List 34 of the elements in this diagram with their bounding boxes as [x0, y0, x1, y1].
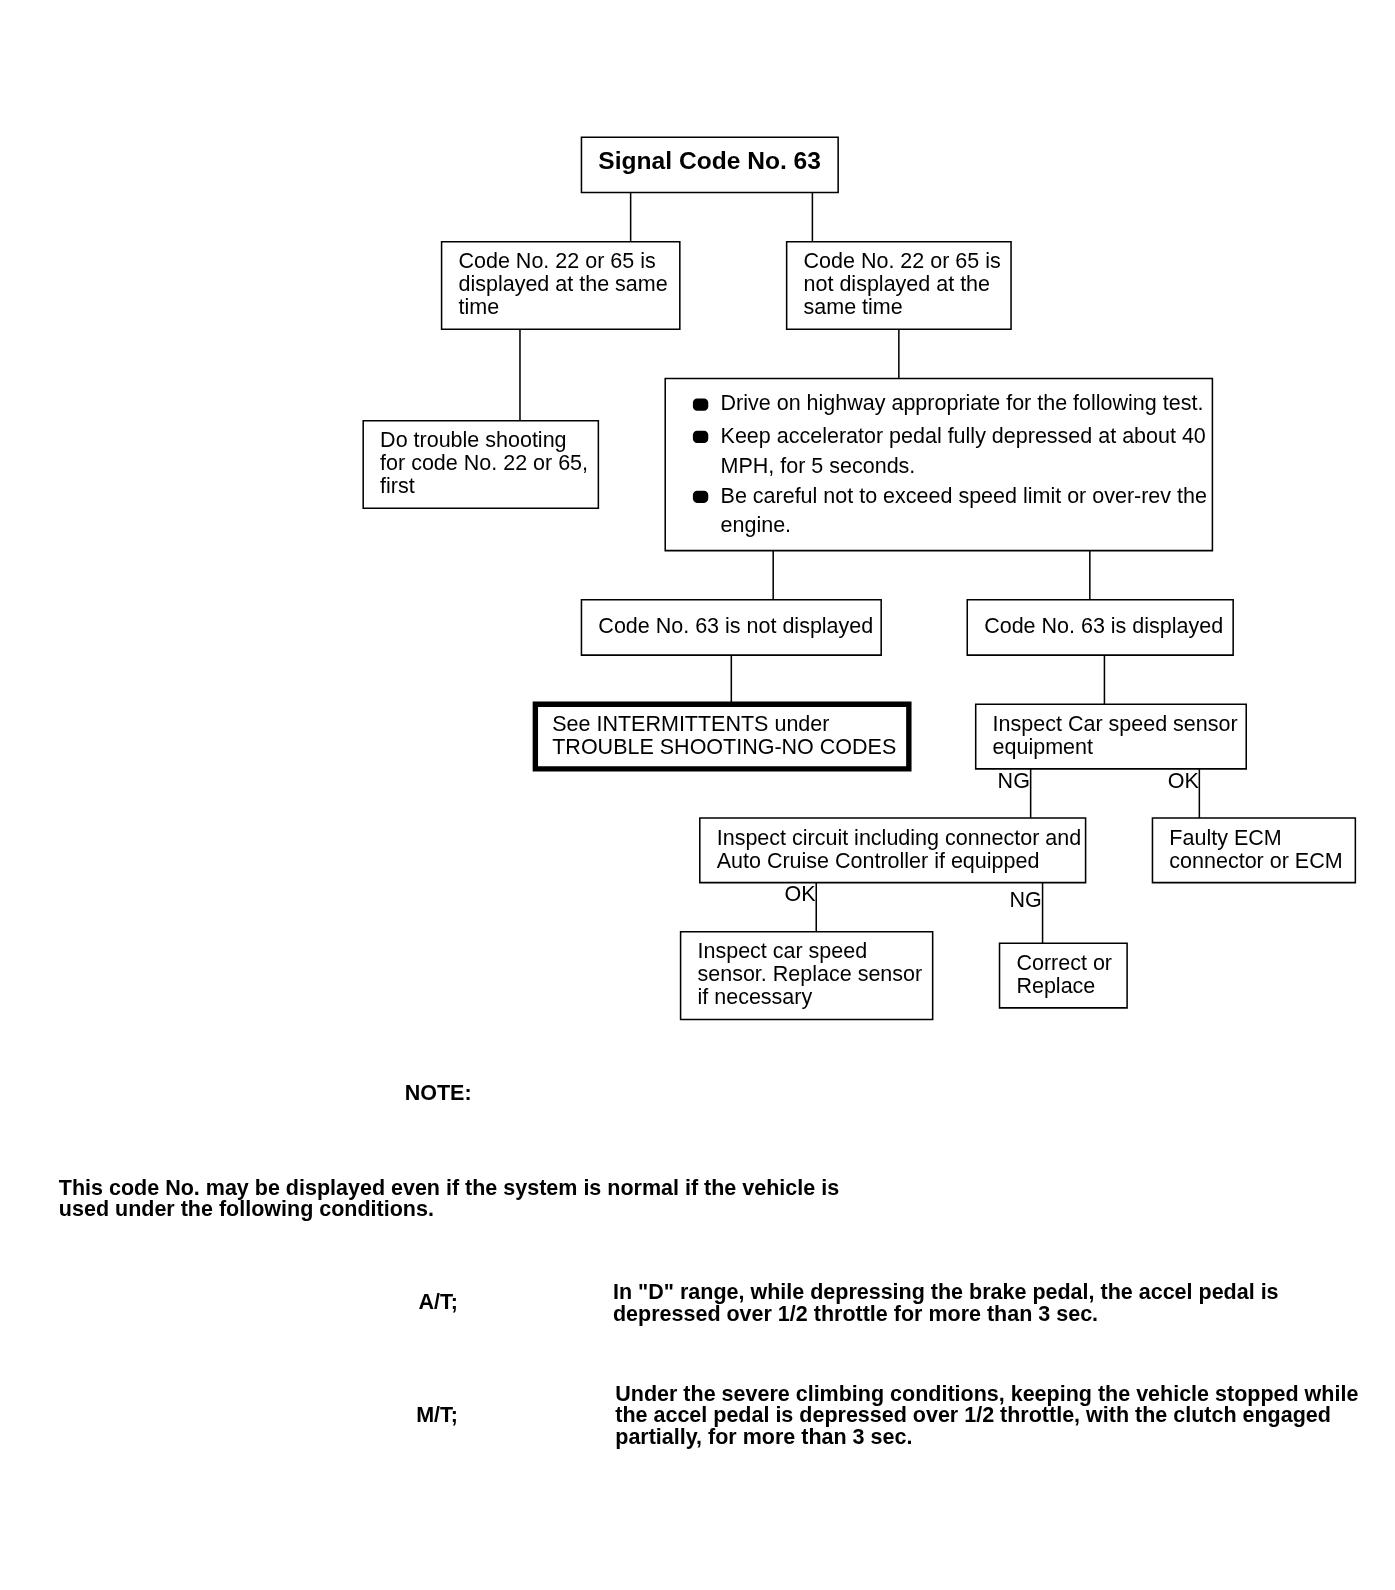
- node-box: Signal Code No. 63: [580, 136, 839, 194]
- connector: [1029, 768, 1032, 819]
- connector: [1089, 549, 1091, 601]
- label: This code No. may be displayed even if the system is normal if the vehicle is used under the following conditions.: [58, 1175, 840, 1222]
- node-box: Code No. 63 is not displayed: [580, 599, 882, 656]
- node-box: Drive on highway appropriate for the following test. Keep accelerator pedal fully depressed at about 40 MPH, for 5 seconds. Be careful not to exceed speed limit or over-rev the engine.: [664, 377, 1214, 552]
- label: M/T;: [416, 1402, 459, 1427]
- node-box: Inspect circuit including connector and Auto Cruise Controller if equipped: [699, 817, 1087, 884]
- connector: [815, 881, 817, 932]
- connector: [811, 191, 814, 242]
- label: Under the severe climbing conditions, keeping the vehicle stopped while the accel pedal is depressed over 1/2 throttle, with the clutch engaged partially, for more than 3 sec.: [615, 1381, 1359, 1449]
- connector: [1198, 768, 1201, 819]
- node-box: Inspect car speed sensor. Replace sensor if necessary: [679, 931, 934, 1021]
- connector: [629, 191, 632, 242]
- edge-label: NG: [997, 768, 1030, 793]
- label: NOTE:: [404, 1081, 472, 1106]
- node-box: Code No. 63 is displayed: [966, 599, 1234, 656]
- node-box: Code No. 22 or 65 is displayed at the same time: [440, 240, 681, 331]
- edge-label: NG: [1009, 888, 1042, 913]
- label: In "D" range, while depressing the brake pedal, the accel pedal is depressed over 1/2 throttle for more than 3 sec.: [612, 1280, 1279, 1326]
- node-box: See INTERMITTENTS under TROUBLE SHOOTING-NO CODES: [532, 701, 912, 772]
- label: A/T;: [418, 1290, 458, 1315]
- connector: [1103, 654, 1106, 706]
- edge-label: OK: [784, 881, 816, 906]
- connector: [772, 549, 774, 601]
- node-box: Code No. 22 or 65 is not displayed at the same time: [785, 240, 1012, 331]
- edge-label: OK: [1167, 768, 1199, 793]
- node-box: Do trouble shooting for code No. 22 or 65, first: [362, 419, 600, 510]
- node-box: Correct or Replace: [998, 942, 1128, 1009]
- connector: [898, 329, 900, 380]
- node-box: Inspect Car speed sensor equipment: [974, 703, 1247, 770]
- node-box: Faulty ECM connector or ECM: [1151, 817, 1357, 884]
- connector: [1041, 881, 1044, 945]
- connector: [519, 329, 521, 421]
